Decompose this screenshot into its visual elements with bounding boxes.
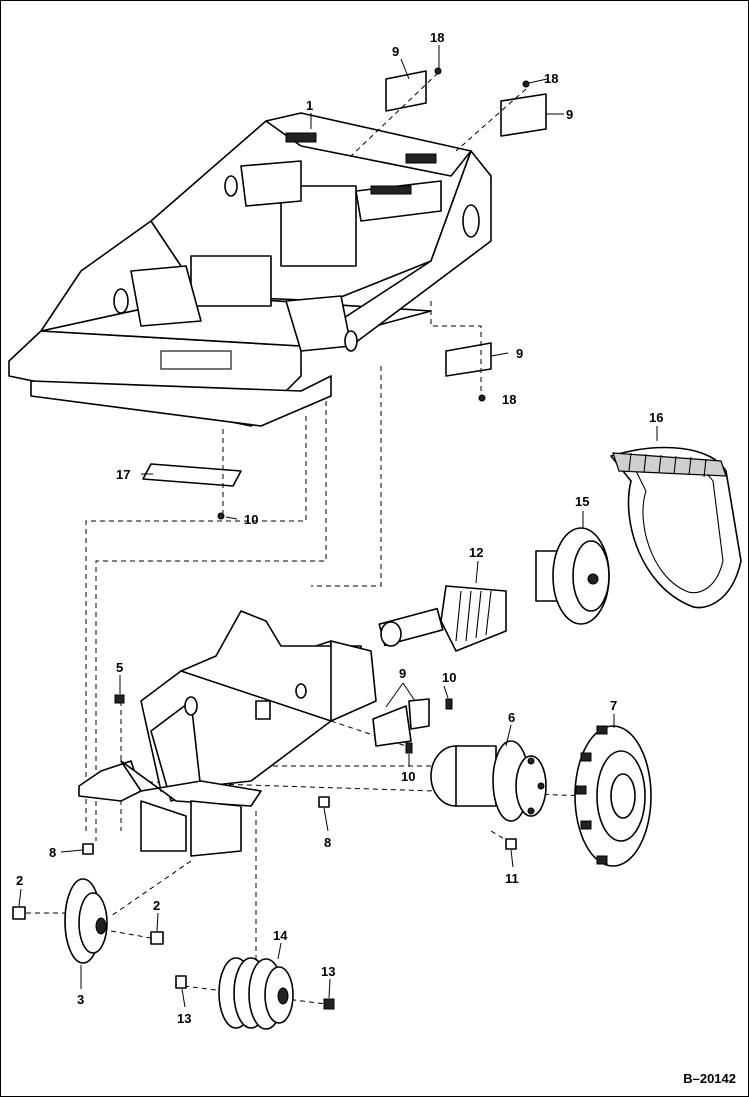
callout-9-top-left: 9 (392, 44, 399, 59)
callout-8-left: 8 (49, 845, 56, 860)
callout-16: 16 (649, 410, 663, 425)
callout-18-top-right: 18 (544, 71, 558, 86)
bolt-11 (505, 838, 517, 850)
bolt-2-left (12, 906, 26, 920)
callout-9-right: 9 (516, 346, 523, 361)
callout-15: 15 (575, 494, 589, 509)
track-adjuster (378, 585, 507, 652)
callout-10-upper: 10 (442, 670, 456, 685)
small-bracket-plate (408, 698, 430, 730)
callout-6: 6 (508, 710, 515, 725)
nut-13-right (323, 998, 335, 1010)
cover-plate-right (445, 342, 492, 377)
callout-14: 14 (273, 928, 288, 943)
bottom-roller (218, 957, 294, 1030)
callout-13-right: 13 (321, 964, 335, 979)
callout-17: 17 (116, 467, 130, 482)
callout-13-left: 13 (177, 1011, 191, 1026)
screw-18-a (434, 67, 442, 75)
leader-lines (18, 45, 658, 1008)
screw-10-frame (217, 512, 225, 520)
cover-plate-top-right (500, 93, 547, 137)
callout-7: 7 (610, 698, 617, 713)
callout-11: 11 (505, 871, 519, 886)
sprocket (574, 725, 652, 867)
callout-9-top-right: 9 (566, 107, 573, 122)
callout-18-right: 18 (502, 392, 516, 407)
callout-3: 3 (77, 992, 84, 1007)
callout-18-top-left: 18 (430, 30, 444, 45)
bolt-8-right (318, 796, 330, 808)
rubber-track (610, 446, 742, 609)
callout-labels: 1 9 18 18 9 9 18 17 10 16 15 12 9 10 10 … (16, 30, 663, 1026)
bolt-10-upper (445, 698, 453, 710)
track-frame (78, 610, 377, 857)
main-frame (8, 112, 492, 427)
figure-number: B–20142 (683, 1071, 736, 1086)
bolt-10-lower (405, 742, 413, 754)
callout-5: 5 (116, 660, 123, 675)
front-roller (64, 878, 108, 964)
bolt-2-right (150, 931, 164, 945)
cover-plate-top-left (385, 70, 427, 112)
callout-2-left: 2 (16, 873, 23, 888)
bolt-5 (114, 694, 125, 704)
callout-2-right: 2 (153, 898, 160, 913)
nut-13-left (175, 975, 187, 989)
callout-9-mid: 9 (399, 666, 406, 681)
cover-plates (142, 67, 547, 520)
screw-18-c (478, 394, 486, 402)
callout-10-lower: 10 (401, 769, 415, 784)
bolt-8-left (82, 843, 94, 855)
callout-8-right: 8 (324, 835, 331, 850)
callout-10-frame: 10 (244, 512, 258, 527)
cover-plate-bottom (142, 463, 242, 487)
callout-1: 1 (306, 98, 313, 113)
screw-18-b (522, 80, 530, 88)
small-bracket (372, 705, 412, 747)
bolts (12, 694, 517, 1010)
front-idler (535, 527, 610, 625)
drive-motor (430, 740, 547, 822)
callout-12: 12 (469, 545, 483, 560)
